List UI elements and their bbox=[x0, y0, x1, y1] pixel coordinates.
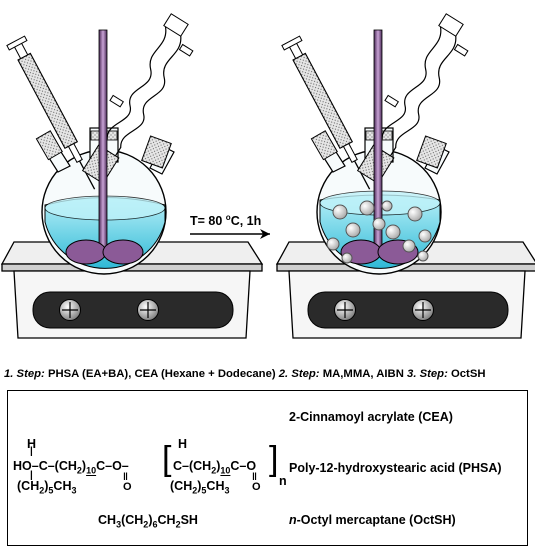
degree-sign: o bbox=[225, 213, 231, 222]
step3-label: 3. Step: bbox=[407, 368, 448, 380]
reaction-apparatus-step1 bbox=[1, 9, 263, 339]
step3-text: OctSH bbox=[450, 368, 486, 380]
step2-label: 2. Step: bbox=[278, 368, 320, 380]
steps-caption: 1. Step: PHSA (EA+BA), CEA (Hexane + Dod… bbox=[4, 368, 486, 380]
cea-name: 2-Cinnamoyl acrylate (CEA) bbox=[289, 410, 453, 424]
octsh-prefix: n bbox=[289, 513, 297, 527]
polymer-particles bbox=[326, 200, 432, 264]
reaction-arrow bbox=[190, 229, 270, 239]
phsa-n: n bbox=[279, 474, 287, 488]
compound-legend bbox=[7, 390, 528, 546]
step2-text: MA,MMA, AIBN bbox=[322, 368, 404, 380]
reaction-apparatus-step2 bbox=[276, 9, 535, 339]
octsh-name: n-Octyl mercaptane (OctSH) bbox=[289, 513, 456, 527]
condition-unit: C, 1h bbox=[230, 214, 262, 229]
reaction-condition: T= 80 oC, 1h bbox=[190, 213, 261, 228]
condition-temp: T= 80 bbox=[190, 214, 223, 229]
step1-text: PHSA (EA+BA), CEA (Hexane + Dodecane) bbox=[47, 368, 276, 380]
octsh-formula: CH3(CH2)6CH2SH bbox=[98, 513, 198, 530]
step1-label: 1. Step: bbox=[4, 368, 45, 380]
phsa-name: Poly-12-hydroxystearic acid (PHSA) bbox=[289, 461, 502, 475]
octsh-rest: -Octyl mercaptane (OctSH) bbox=[296, 513, 456, 527]
